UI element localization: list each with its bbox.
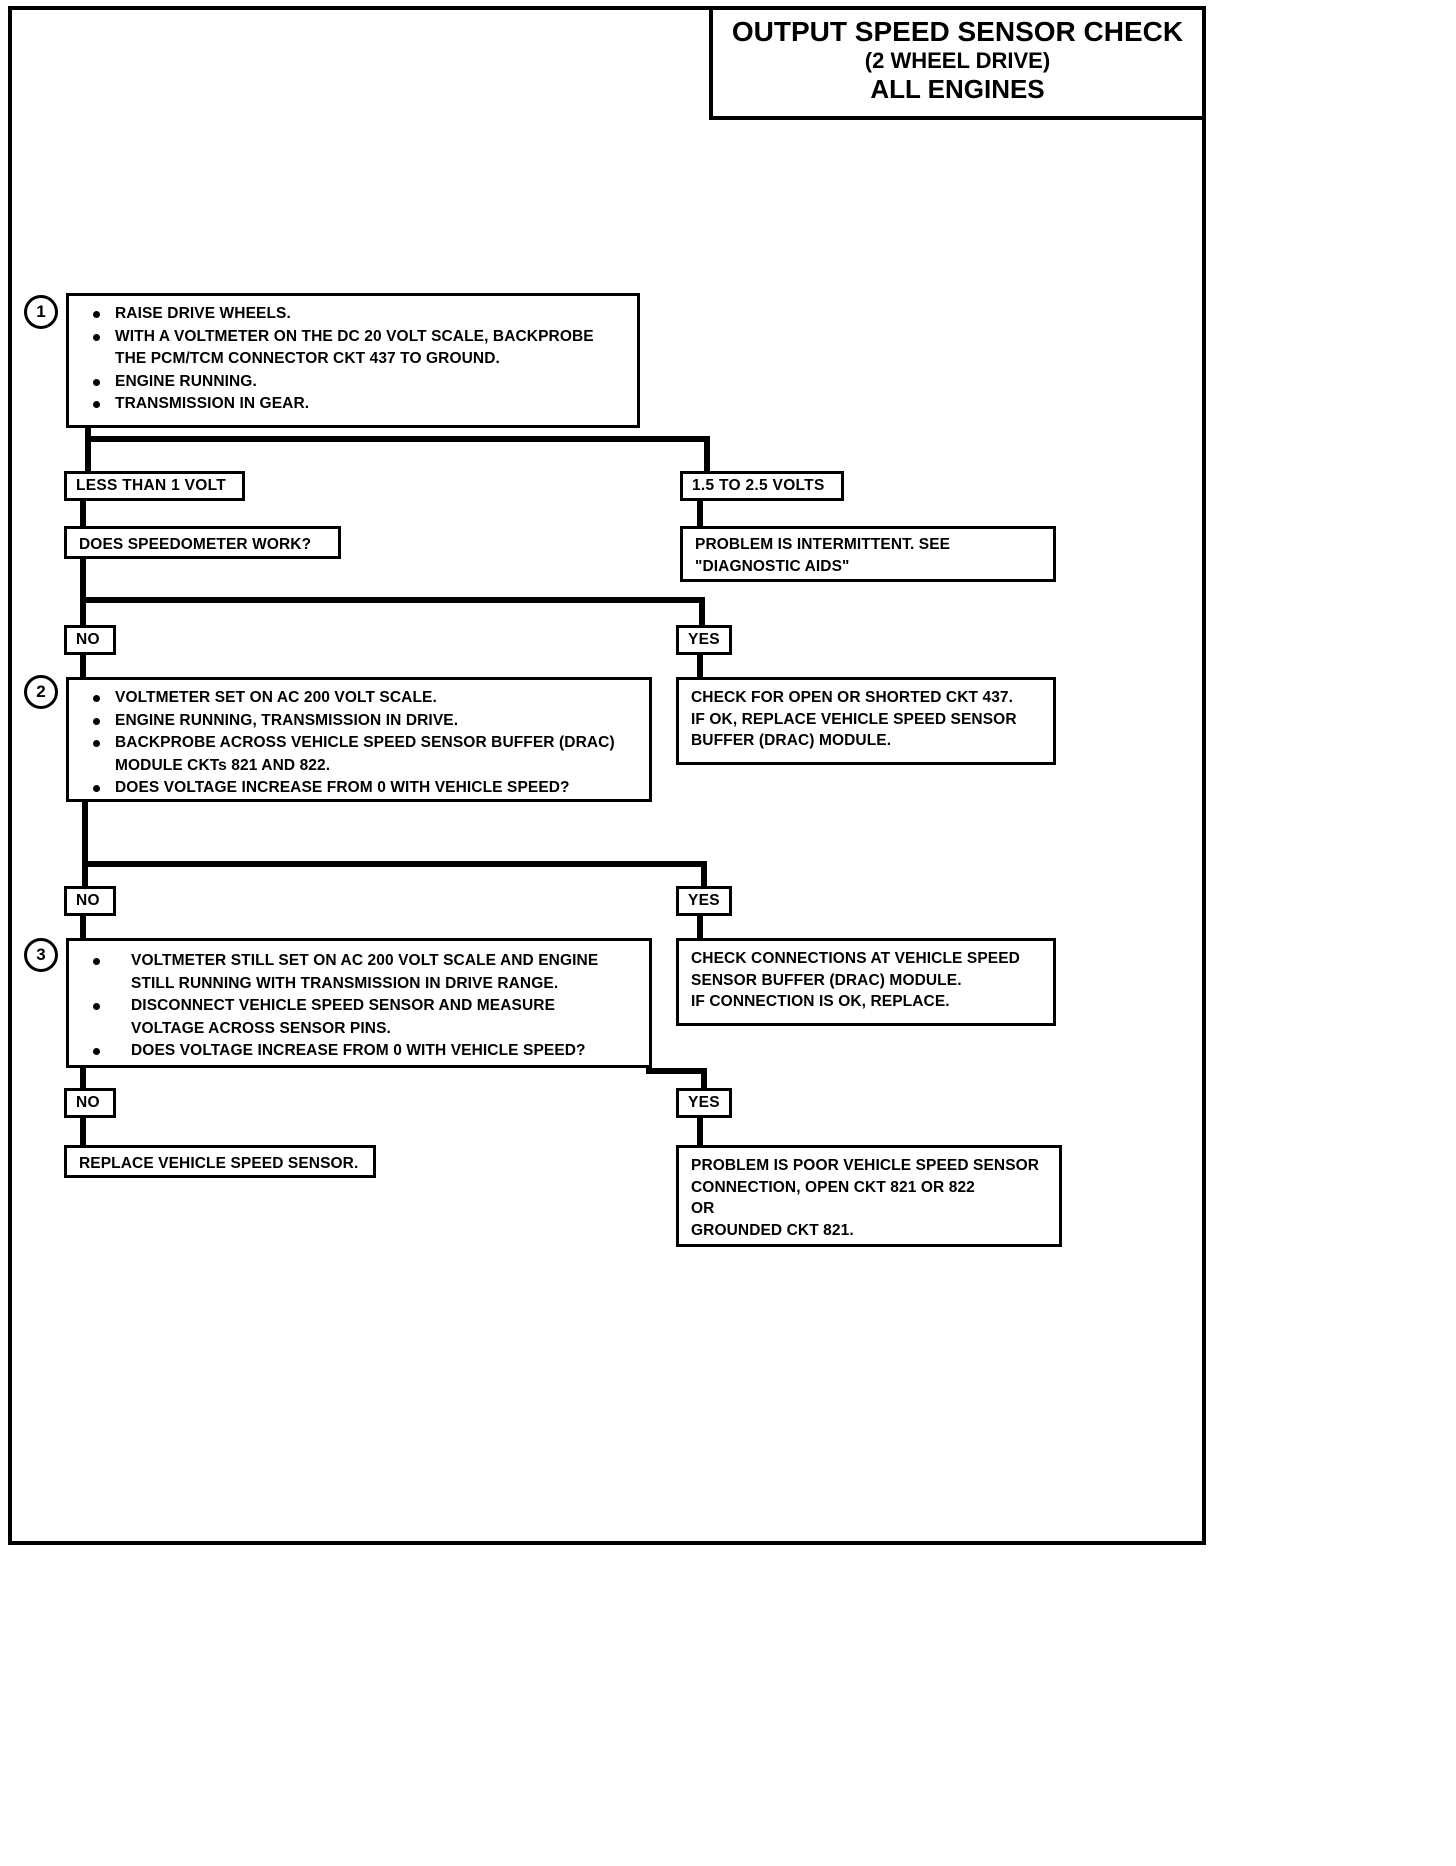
branch-4-no-label: NO bbox=[64, 1088, 116, 1118]
step-3-bullet-3: DOES VOLTAGE INCREASE FROM 0 WITH VEHICL… bbox=[81, 1040, 639, 1063]
title-block: OUTPUT SPEED SENSOR CHECK (2 WHEEL DRIVE… bbox=[709, 6, 1206, 120]
check-437-line-1: CHECK FOR OPEN OR SHORTED CKT 437. bbox=[691, 689, 1014, 706]
step-3-bullet-2: DISCONNECT VEHICLE SPEED SENSOR AND MEAS… bbox=[81, 995, 639, 1040]
connector-step1-right-down bbox=[704, 436, 710, 488]
label-less-than-1-volt: LESS THAN 1 VOLT bbox=[64, 471, 245, 501]
connector-step2-down bbox=[82, 802, 88, 892]
branch-2-no-label: NO bbox=[64, 625, 116, 655]
title-line-2: (2 WHEEL DRIVE) bbox=[864, 48, 1051, 73]
step-2-bullet-1: VOLTMETER SET ON AC 200 VOLT SCALE. bbox=[81, 687, 639, 710]
connector-yes3-down bbox=[697, 916, 703, 940]
step-3-bullet-1: VOLTMETER STILL SET ON AC 200 VOLT SCALE… bbox=[81, 950, 639, 995]
poor-conn-line-1: PROBLEM IS POOR VEHICLE SPEED SENSOR bbox=[691, 1157, 1040, 1174]
step-1-bullet-3: ENGINE RUNNING. bbox=[81, 371, 627, 394]
step-2-bullet-3: BACKPROBE ACROSS VEHICLE SPEED SENSOR BU… bbox=[81, 732, 639, 777]
branch-4-yes-label: YES bbox=[676, 1088, 732, 1118]
check-437-line-3: BUFFER (DRAC) MODULE. bbox=[691, 732, 892, 749]
step-2-bullet-3-line-2: MODULE CKTs 821 AND 822. bbox=[115, 756, 331, 774]
step-3-bullet-2-line-2: VOLTAGE ACROSS SENSOR PINS. bbox=[131, 1019, 391, 1037]
step-number-3: 3 bbox=[24, 938, 58, 972]
connector-lt1v-down bbox=[80, 501, 86, 527]
title-line-1: OUTPUT SPEED SENSOR CHECK bbox=[731, 16, 1184, 47]
intermittent-line-2: "DIAGNOSTIC AIDS" bbox=[695, 557, 850, 575]
replace-sensor-text: REPLACE VEHICLE SPEED SENSOR. bbox=[79, 1155, 359, 1172]
connector-15to25-down bbox=[697, 501, 703, 527]
check-ckt-437-box: CHECK FOR OPEN OR SHORTED CKT 437. IF OK… bbox=[676, 677, 1056, 765]
step-1-bullet-2-line-1: WITH A VOLTMETER ON THE DC 20 VOLT SCALE… bbox=[115, 327, 594, 345]
check-437-line-2: IF OK, REPLACE VEHICLE SPEED SENSOR bbox=[691, 710, 1017, 728]
step-1-box: RAISE DRIVE WHEELS. WITH A VOLTMETER ON … bbox=[66, 293, 640, 428]
poor-conn-line-4: GROUNDED CKT 821. bbox=[691, 1221, 854, 1239]
step-number-2: 2 bbox=[24, 675, 58, 709]
connector-yes2-down bbox=[697, 655, 703, 679]
connector-yes4-down bbox=[697, 1118, 703, 1146]
poor-conn-line-2: CONNECTION, OPEN CKT 821 OR 822 bbox=[691, 1178, 975, 1196]
check-connections-box: CHECK CONNECTIONS AT VEHICLE SPEED SENSO… bbox=[676, 938, 1056, 1026]
connector-step3-down-left bbox=[80, 1068, 86, 1100]
intermittent-line-1: PROBLEM IS INTERMITTENT. SEE bbox=[695, 536, 951, 553]
step-3-bullet-2-line-1: DISCONNECT VEHICLE SPEED SENSOR AND MEAS… bbox=[131, 997, 556, 1014]
step-2-bullet-4: DOES VOLTAGE INCREASE FROM 0 WITH VEHICL… bbox=[81, 777, 639, 800]
connector-speedo-down bbox=[80, 559, 86, 629]
check-conn-line-3: IF CONNECTION IS OK, REPLACE. bbox=[691, 993, 950, 1010]
connector-step3-right-down bbox=[701, 1068, 707, 1100]
connector-speedo-right-down bbox=[699, 597, 705, 625]
step-3-bullet-1-line-2: STILL RUNNING WITH TRANSMISSION IN DRIVE… bbox=[131, 974, 559, 992]
step-3-box: VOLTMETER STILL SET ON AC 200 VOLT SCALE… bbox=[66, 938, 652, 1068]
connector-no3-down bbox=[80, 916, 86, 940]
step-2-box: VOLTMETER SET ON AC 200 VOLT SCALE. ENGI… bbox=[66, 677, 652, 802]
connector-step2-split bbox=[82, 861, 707, 867]
check-conn-line-2: SENSOR BUFFER (DRAC) MODULE. bbox=[691, 971, 962, 989]
step-3-bullet-1-line-1: VOLTMETER STILL SET ON AC 200 VOLT SCALE… bbox=[131, 952, 599, 969]
label-1-5-to-2-5-volts: 1.5 TO 2.5 VOLTS bbox=[680, 471, 844, 501]
step-1-bullet-2-line-2: THE PCM/TCM CONNECTOR CKT 437 TO GROUND. bbox=[115, 350, 500, 367]
poor-connection-box: PROBLEM IS POOR VEHICLE SPEED SENSOR CON… bbox=[676, 1145, 1062, 1247]
connector-step3-split bbox=[646, 1068, 707, 1074]
poor-conn-line-3: OR bbox=[691, 1200, 715, 1217]
connector-step2-right-down bbox=[701, 861, 707, 889]
replace-sensor-box: REPLACE VEHICLE SPEED SENSOR. bbox=[64, 1145, 376, 1178]
speedometer-question-box: DOES SPEEDOMETER WORK? bbox=[64, 526, 341, 559]
speedometer-question-text: DOES SPEEDOMETER WORK? bbox=[79, 536, 312, 553]
branch-3-yes-label: YES bbox=[676, 886, 732, 916]
check-conn-line-1: CHECK CONNECTIONS AT VEHICLE SPEED bbox=[691, 950, 1020, 967]
step-1-bullet-4: TRANSMISSION IN GEAR. bbox=[81, 393, 627, 416]
title-line-3: ALL ENGINES bbox=[870, 74, 1045, 104]
connector-step1-down bbox=[85, 428, 91, 488]
step-1-bullet-2: WITH A VOLTMETER ON THE DC 20 VOLT SCALE… bbox=[81, 326, 627, 371]
step-number-1: 1 bbox=[24, 295, 58, 329]
page-border bbox=[8, 6, 1206, 1545]
step-2-bullet-3-line-1: BACKPROBE ACROSS VEHICLE SPEED SENSOR BU… bbox=[115, 734, 615, 751]
connector-step1-split bbox=[85, 436, 710, 442]
step-2-bullet-2: ENGINE RUNNING, TRANSMISSION IN DRIVE. bbox=[81, 710, 639, 733]
step-1-bullet-1: RAISE DRIVE WHEELS. bbox=[81, 303, 627, 326]
connector-no2-down bbox=[80, 655, 86, 679]
intermittent-box: PROBLEM IS INTERMITTENT. SEE "DIAGNOSTIC… bbox=[680, 526, 1056, 582]
branch-2-yes-label: YES bbox=[676, 625, 732, 655]
connector-speedo-split bbox=[80, 597, 705, 603]
connector-no4-down bbox=[80, 1118, 86, 1146]
branch-3-no-label: NO bbox=[64, 886, 116, 916]
